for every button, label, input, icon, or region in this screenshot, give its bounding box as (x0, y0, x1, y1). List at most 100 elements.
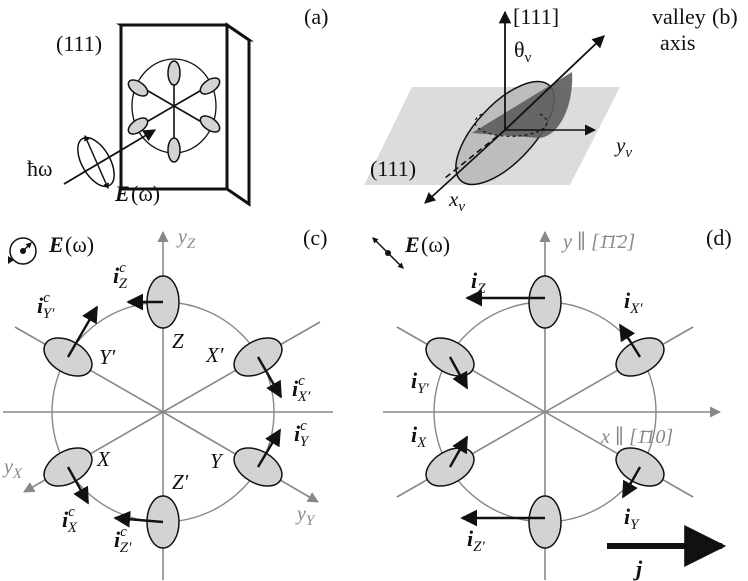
field-E-label-a: E (114, 181, 130, 206)
yZ-label: yZ (176, 226, 196, 252)
x-nu-sub: ν (458, 199, 465, 215)
polarization-arrow (84, 134, 109, 190)
panel-c: (c) E (ω) (2, 225, 333, 580)
plane-111-label: (111) (56, 31, 102, 56)
yX-sub: X (12, 466, 23, 482)
x-nu-label: xν (448, 187, 465, 215)
field-omega-label-a: (ω) (131, 181, 160, 206)
field-E-label-c: E (48, 232, 64, 257)
yY-label: yY (295, 503, 316, 529)
current-iXpc (256, 356, 283, 399)
iYpc-base: i (37, 293, 44, 318)
iZc-base: i (113, 263, 120, 288)
iZpc-sup: c (120, 524, 127, 540)
current-iYpc (66, 305, 99, 358)
linear-field-dot (385, 250, 391, 256)
iZc-sub: Z (119, 276, 128, 292)
current-iZpc (113, 510, 164, 528)
label-iY: iY (624, 504, 640, 533)
valley-axis-label-2: axis (660, 30, 695, 55)
iX-base: i (411, 422, 418, 447)
theta-nu-label: θν (514, 37, 532, 66)
axis-111-label: [111] (513, 4, 559, 29)
theta-sub: ν (525, 50, 532, 66)
y-axis-label-d: y ∥ [1̄1̄2] (561, 231, 635, 253)
iXp-base: i (624, 288, 631, 313)
iX-sub: X (416, 435, 427, 451)
y-nu-sub: ν (625, 145, 632, 161)
iZpc-sub: Z′ (120, 540, 132, 556)
field-omega-label-c: (ω) (65, 232, 94, 257)
iYc-sup: c (300, 418, 307, 434)
iYc-base: i (294, 421, 301, 446)
iXpc-sup: c (298, 373, 305, 389)
current-iXc (66, 466, 90, 505)
y-nu-base: y (614, 133, 626, 157)
x-nu-axis (424, 129, 506, 204)
hbar-omega-label: ħω (27, 156, 52, 181)
iZ-sub: Z (477, 281, 486, 297)
valley-d-bottom (528, 495, 562, 549)
label-iXp: iX′ (624, 288, 643, 317)
yX-label: yX (2, 456, 23, 482)
label-iYp: iY′ (411, 368, 429, 397)
valley-axis-label-1: valley (652, 4, 706, 29)
panel-a: (a) (111) ħω E (ω) (27, 4, 328, 207)
iXpc-base: i (292, 376, 299, 401)
valley-axis-dashed (444, 129, 506, 179)
panel-a-label: (a) (304, 4, 328, 29)
current-arrows-c (66, 293, 283, 528)
iYp-sub: Y′ (417, 381, 429, 397)
label-iZp: iZ′ (467, 526, 485, 555)
current-arrows-d (448, 289, 642, 527)
iYpc-sup: c (43, 290, 50, 306)
field-E-label-d: E (404, 232, 420, 257)
panel-d-label: (d) (706, 225, 732, 250)
yZ-base: y (176, 226, 187, 248)
panel-b: (b) [111] valley axis θν yν xν (111) (364, 4, 738, 215)
valley-label-X: X (96, 447, 111, 471)
x-axis-label-d: x ∥ [1̄10] (600, 426, 673, 448)
iZp-base: i (467, 526, 474, 551)
plane-111-label-b: (111) (370, 156, 416, 181)
rotating-field-icon (8, 237, 37, 265)
valley-ellipses-a (127, 60, 221, 163)
label-iX: iX (411, 422, 427, 451)
iYpc-sub: Y′ (43, 306, 55, 322)
y-nu-label: yν (614, 133, 632, 161)
valley-label-Xp: X′ (205, 343, 224, 367)
iXc-sup: c (68, 504, 75, 520)
x-nu-base: x (448, 187, 459, 211)
valley-d-top (528, 275, 562, 329)
valley-label-Y: Y (210, 449, 224, 473)
iZp-sub: Z′ (473, 539, 485, 555)
slab-side (225, 22, 251, 207)
iZc-sup: c (119, 260, 126, 276)
iY-sub: Y (630, 517, 640, 533)
iZ-base: i (471, 268, 478, 293)
iXp-sub: X′ (629, 301, 643, 317)
iY-base: i (624, 504, 631, 529)
valley-label-Zp: Z′ (172, 470, 189, 494)
field-omega-label-d: (ω) (421, 232, 450, 257)
iXc-sub: X (67, 520, 78, 536)
theta-symbol: θ (514, 37, 525, 62)
valley-upper-half (472, 72, 573, 138)
iYc-sub: Y (300, 434, 310, 450)
panel-b-label: (b) (712, 4, 738, 29)
current-iYp (448, 356, 469, 390)
iXpc-sub: X′ (297, 389, 311, 405)
iYp-base: i (411, 368, 418, 393)
current-iX (448, 435, 469, 468)
total-current-label: j (633, 556, 643, 581)
panel-c-label: (c) (303, 225, 327, 250)
current-iXp (618, 323, 642, 358)
label-iZ: iZ (471, 268, 486, 297)
